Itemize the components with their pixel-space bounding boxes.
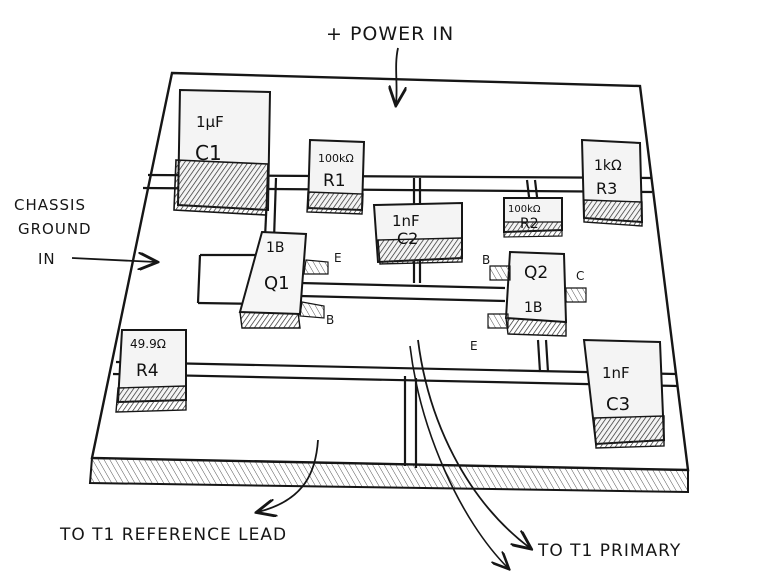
resistor-r1: 100kΩ R1: [306, 138, 366, 215]
reference-lead-label: TO T1 REFERENCE LEAD: [59, 525, 287, 545]
primary-arrow-1: [417, 339, 530, 548]
resistor-r4: 49.9Ω R4: [115, 329, 187, 413]
resistor-r2: 100kΩ R2: [503, 197, 563, 238]
transistor-q1: 1B Q1 E B: [238, 230, 343, 329]
r2-designator: R2: [520, 216, 539, 232]
primary-arrow-2: [409, 345, 508, 568]
c1-value: 1µF: [196, 113, 224, 131]
r2-value: 100kΩ: [508, 204, 541, 215]
reference-lead-arrow: [258, 439, 319, 512]
chassis-ground-label-line3: IN: [38, 250, 56, 268]
q2-designator: Q2: [524, 263, 548, 283]
q2-pin-c: C: [576, 269, 585, 283]
c1-designator: C1: [195, 141, 222, 165]
power-in-label: + POWER IN: [326, 23, 454, 45]
r1-designator: R1: [323, 171, 346, 191]
power-in-callout: + POWER IN: [326, 23, 454, 104]
r3-value: 1kΩ: [594, 158, 622, 174]
primary-callout: TO T1 PRIMARY: [409, 339, 681, 568]
reference-lead-callout: TO T1 REFERENCE LEAD: [59, 439, 319, 545]
chassis-ground-label-line2: GROUND: [18, 220, 92, 238]
q2-pin-b: B: [482, 253, 491, 267]
c3-designator: C3: [606, 394, 630, 415]
resistor-r3: 1kΩ R3: [580, 138, 644, 227]
r3-designator: R3: [596, 179, 617, 198]
transistor-q2: Q2 1B B C E: [470, 250, 587, 353]
capacitor-c1: 1µF C1: [173, 88, 272, 216]
q2-pin-e: E: [470, 339, 479, 353]
chassis-ground-label-line1: CHASSIS: [14, 196, 86, 214]
c3-value: 1nF: [602, 364, 630, 382]
power-in-arrow: [396, 47, 398, 104]
capacitor-c2: 1nF C2: [372, 201, 463, 265]
r4-value: 49.9Ω: [130, 337, 166, 351]
chassis-ground-arrow: [71, 258, 156, 262]
c2-value: 1nF: [392, 212, 420, 230]
q1-pin-b: B: [326, 313, 335, 327]
q1-designator: Q1: [264, 273, 290, 294]
q1-value: 1B: [266, 240, 285, 256]
chassis-ground-callout: CHASSIS GROUND IN: [14, 196, 156, 268]
primary-label: TO T1 PRIMARY: [537, 541, 681, 561]
q1-pin-e: E: [334, 251, 343, 265]
capacitor-c3: 1nF C3: [582, 338, 666, 449]
c2-designator: C2: [397, 229, 418, 248]
r1-value: 100kΩ: [318, 152, 354, 165]
r4-designator: R4: [136, 361, 159, 381]
q2-value: 1B: [524, 300, 543, 316]
